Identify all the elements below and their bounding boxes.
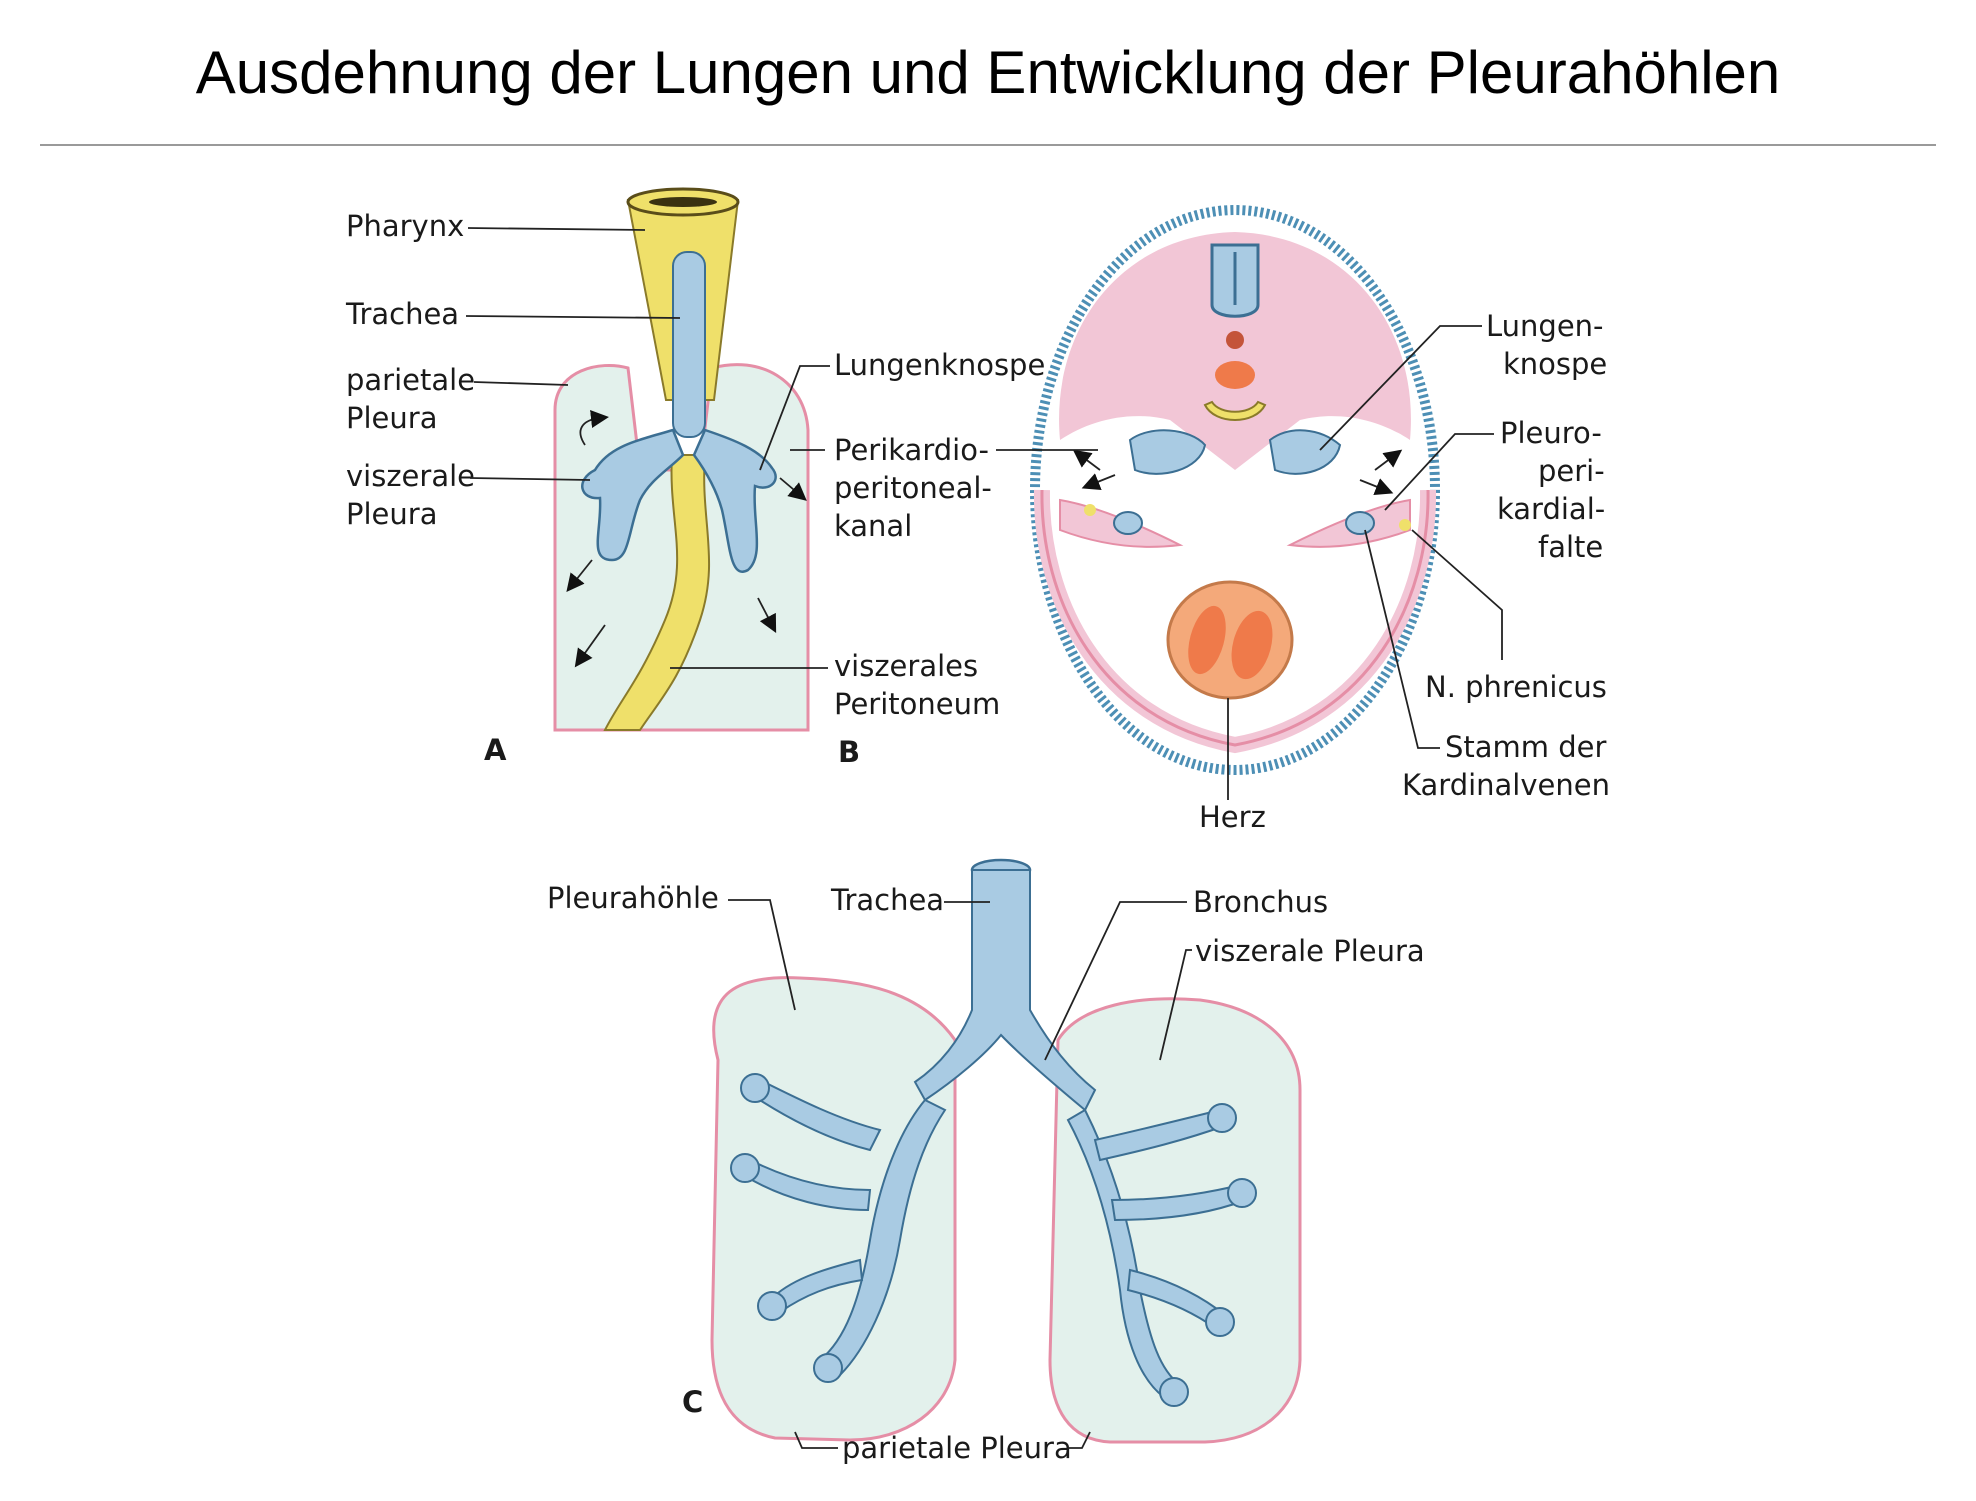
leader-viszerale-a <box>469 477 591 481</box>
esophagus-shape <box>603 454 711 731</box>
leader-parietale-c-left <box>794 1431 838 1449</box>
label-peritoneum-2: Peritoneum <box>834 687 1000 721</box>
lung-buds-b <box>1128 429 1342 475</box>
label-parietale-c: parietale Pleura <box>842 1431 1072 1465</box>
label-bronchus: Bronchus <box>1193 885 1328 919</box>
label-peritoneum-1: viszerales <box>834 649 978 683</box>
label-stamm-2: Kardinalvenen <box>1402 768 1610 802</box>
label-pleurahoehle: Pleurahöhle <box>547 881 719 915</box>
panel-b: Lungen- knospe Pleuro- peri- kardial- fa… <box>838 205 1610 834</box>
leader-lungenknospe-b <box>1319 325 1482 451</box>
leader-lungenknospe-a <box>759 365 830 471</box>
leader-viszerale-c <box>1159 949 1192 1061</box>
lung-buds-a <box>581 428 777 573</box>
label-viszerale-a-2: Pleura <box>346 497 437 531</box>
label-herz: Herz <box>1199 800 1266 834</box>
leader-stamm <box>1364 529 1440 749</box>
leader-pleuro <box>1384 433 1494 511</box>
label-parietale-a-1: parietale <box>346 363 475 397</box>
panel-a: Pharynx Trachea parietale Pleura viszera… <box>345 187 1045 767</box>
title-divider <box>40 144 1936 146</box>
panel-c: Pleurahöhle Trachea Bronchus viszerale P… <box>547 858 1425 1465</box>
pleuropericardial-folds <box>1059 498 1411 548</box>
embryo-body-wall <box>1030 205 1440 775</box>
label-lungenknospe-a: Lungenknospe <box>834 348 1045 382</box>
notochord-and-aorta <box>1203 331 1267 421</box>
label-pleuro-4: falte <box>1538 530 1603 564</box>
label-lungenknospe-b-1: Lungen- <box>1486 309 1604 343</box>
label-pleuro-2: peri- <box>1538 454 1605 488</box>
label-perikardio-3: kanal <box>834 509 912 543</box>
leader-parietale-c-right <box>1068 1431 1091 1449</box>
leader-parietale-a <box>473 381 569 386</box>
panel-c-letter: C <box>682 1385 703 1419</box>
leader-trachea-a <box>465 315 681 319</box>
label-trachea-a: Trachea <box>345 297 459 331</box>
leader-phrenicus <box>1411 529 1503 660</box>
label-phrenicus: N. phrenicus <box>1425 670 1607 704</box>
label-viszerale-c: viszerale Pleura <box>1195 934 1425 968</box>
panel-a-arrows <box>566 410 807 668</box>
label-perikardio-1: Perikardio- <box>834 433 989 467</box>
panel-b-letter: B <box>838 735 860 769</box>
trachea-a-shape <box>672 251 706 438</box>
leader-pharynx <box>467 227 646 231</box>
leader-pleurahoehle <box>728 899 796 1011</box>
label-stamm-1: Stamm der <box>1445 730 1607 764</box>
label-perikardio-2: peritoneal- <box>834 471 992 505</box>
neural-tube <box>1210 243 1260 318</box>
label-viszerale-a-1: viszerale <box>346 459 475 493</box>
panel-a-letter: A <box>484 733 507 767</box>
label-pharynx: Pharynx <box>346 209 464 243</box>
label-pleuro-1: Pleuro- <box>1500 416 1602 450</box>
panel-b-arrows <box>1072 449 1403 496</box>
label-parietale-a-2: Pleura <box>346 401 437 435</box>
page-title: Ausdehnung der Lungen und Entwicklung de… <box>195 39 1781 106</box>
label-pleuro-3: kardial- <box>1497 492 1605 526</box>
label-trachea-c: Trachea <box>830 883 944 917</box>
heart-shape <box>1166 580 1294 700</box>
label-lungenknospe-b-2: knospe <box>1503 347 1607 381</box>
leader-bronchus <box>1044 901 1187 1061</box>
